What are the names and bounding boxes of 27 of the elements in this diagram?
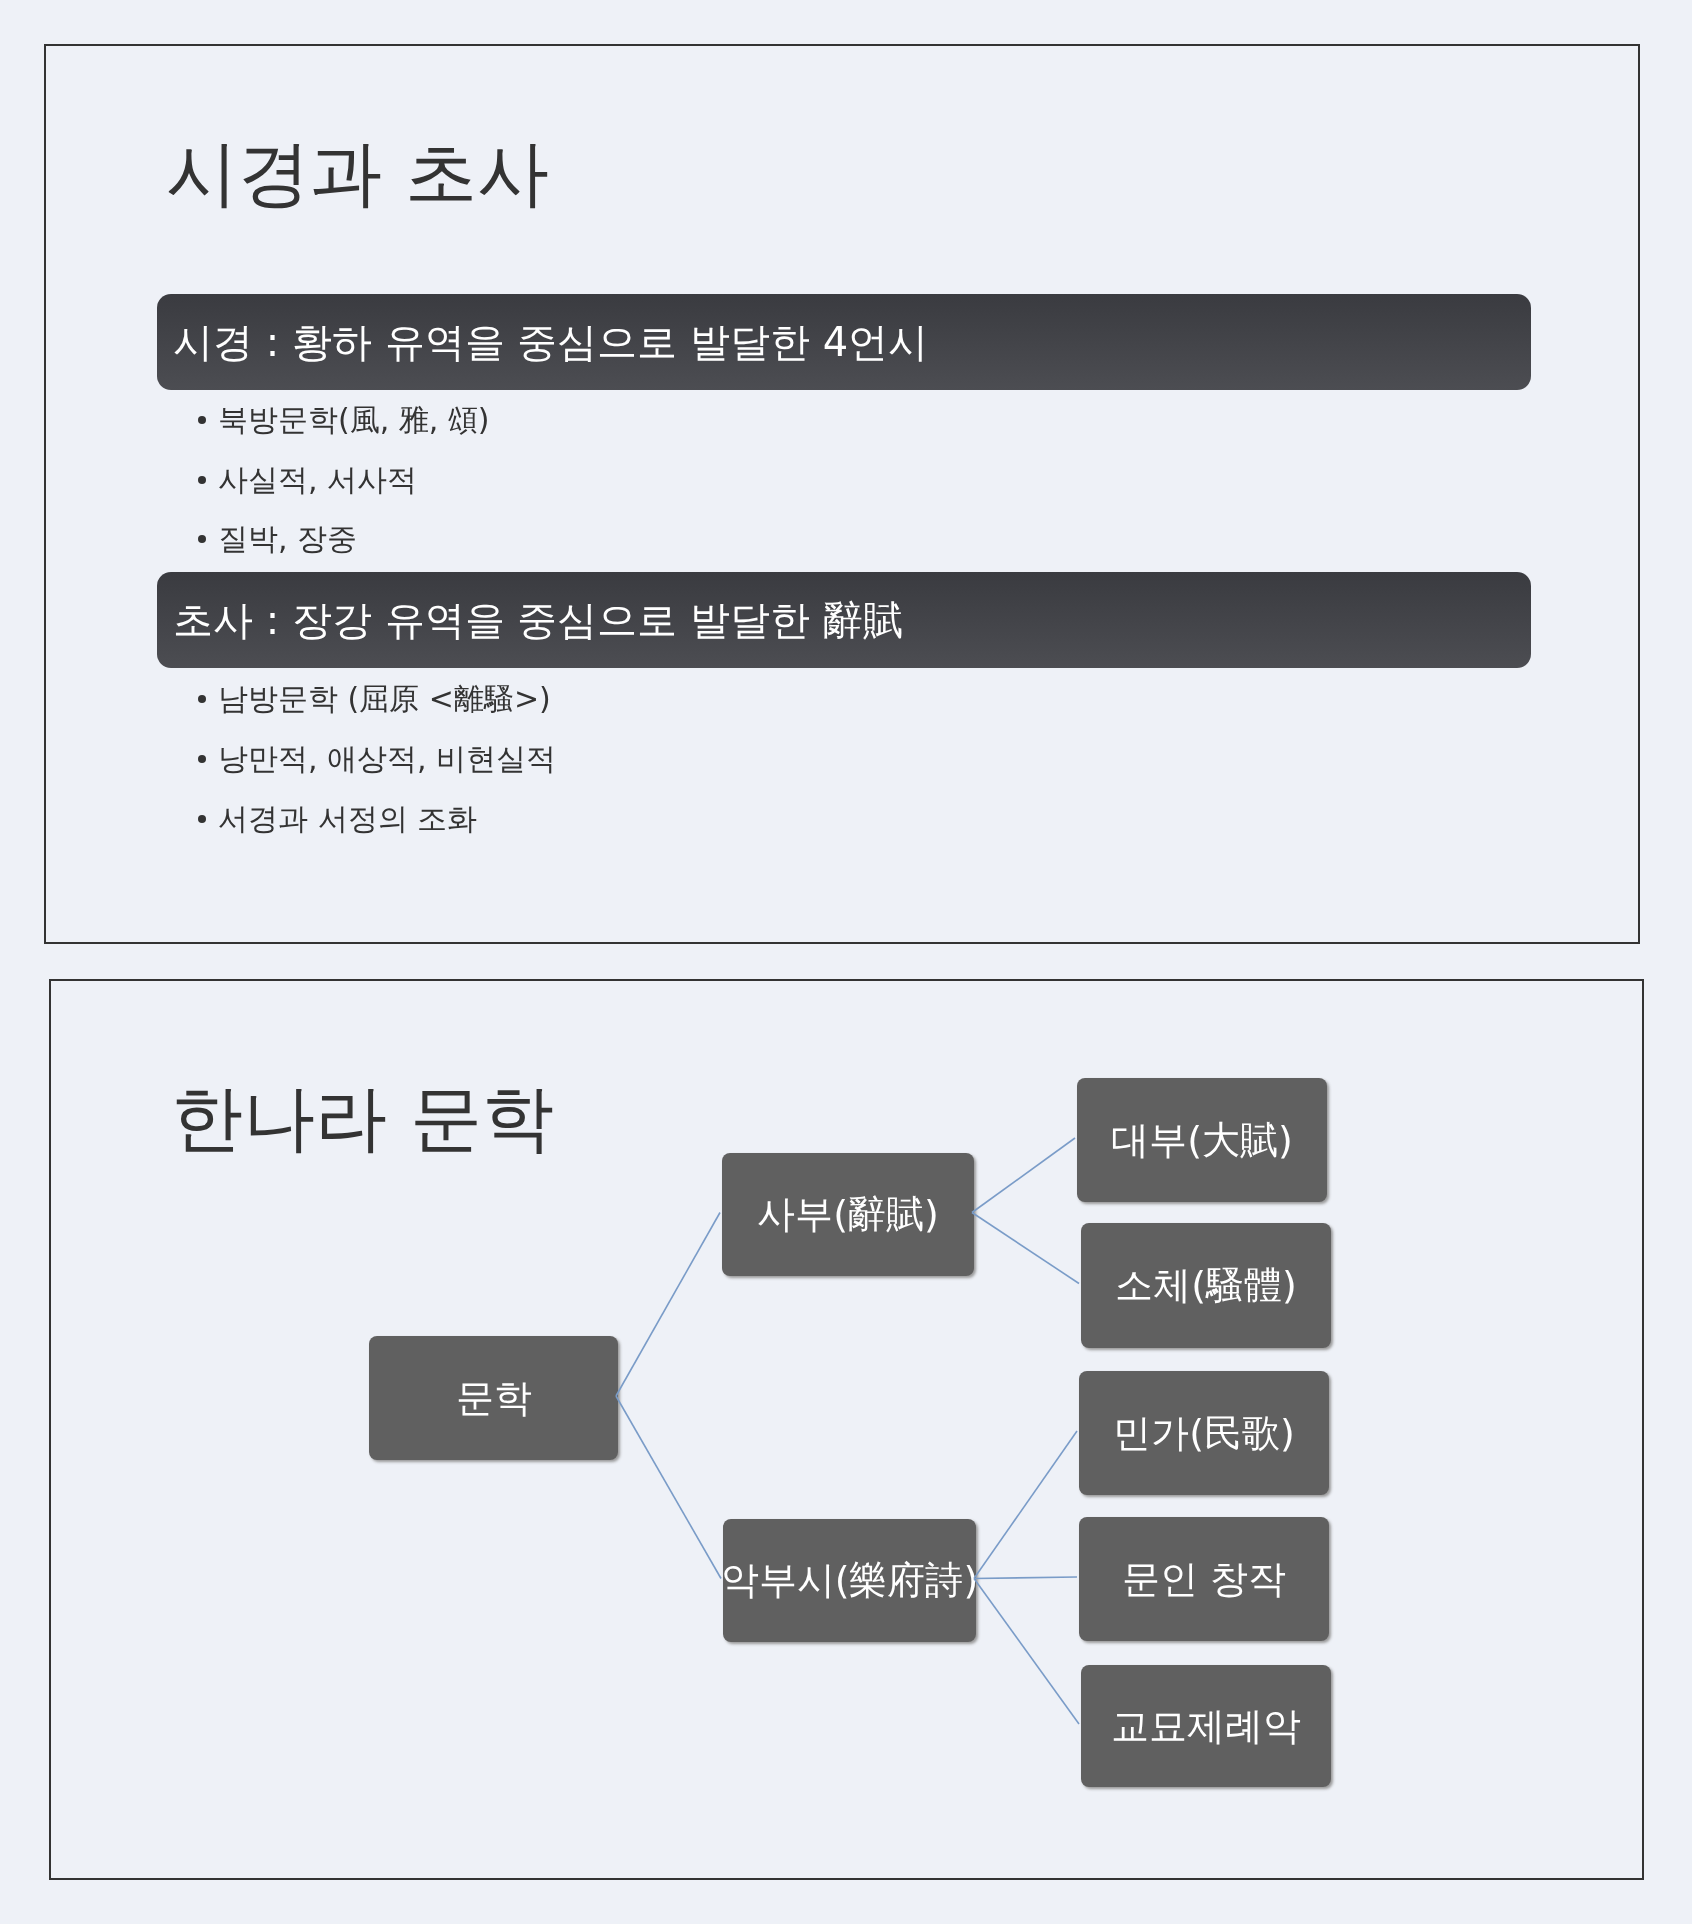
connector-line xyxy=(971,1137,1076,1214)
bullet-item: 북방문학(風, 雅, 頌) xyxy=(218,401,490,439)
connector-line xyxy=(615,1395,722,1580)
bullet-item: 남방문학 (屈原 <離騷>) xyxy=(218,680,551,718)
bullet-item: 사실적, 서사적 xyxy=(218,461,418,499)
slide-title: 한나라 문학 xyxy=(171,1075,554,1162)
slide-frame xyxy=(44,44,1640,944)
category-box: 소체(騷體) xyxy=(1081,1223,1331,1348)
heading-bar: 초사 : 장강 유역을 중심으로 발달한 辭賦 xyxy=(157,572,1531,668)
category-box: 악부시(樂府詩) xyxy=(723,1519,976,1642)
category-box: 민가(民歌) xyxy=(1079,1371,1329,1495)
slide-frame xyxy=(49,979,1644,1880)
category-box: 문인 창작 xyxy=(1079,1517,1329,1641)
category-box: 대부(大賦) xyxy=(1077,1078,1327,1202)
bullet-item: 낭만적, 애상적, 비현실적 xyxy=(218,740,557,778)
connector-line xyxy=(973,1430,1078,1580)
slide-title: 시경과 초사 xyxy=(166,130,549,217)
heading-bar: 시경 : 황하 유역을 중심으로 발달한 4언시 xyxy=(157,294,1531,390)
connector-line xyxy=(973,1577,1080,1725)
connector-line xyxy=(615,1211,721,1397)
category-box: 문학 xyxy=(369,1336,618,1460)
bullet-item: 질박, 장중 xyxy=(218,520,358,558)
connector-line xyxy=(971,1211,1080,1285)
category-box: 사부(辭賦) xyxy=(722,1153,974,1276)
category-box: 교묘제례악 xyxy=(1081,1665,1331,1787)
connector-line xyxy=(973,1576,1078,1580)
bullet-item: 서경과 서정의 조화 xyxy=(218,800,478,838)
